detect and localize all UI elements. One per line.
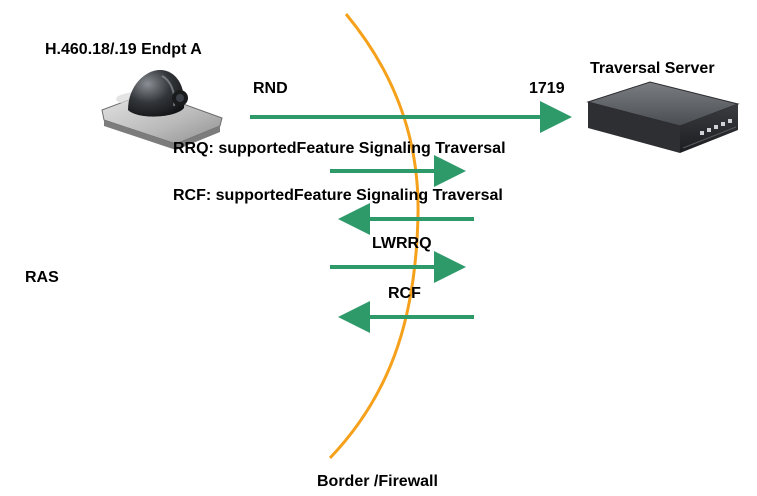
border-firewall-label: Border /Firewall xyxy=(317,473,438,490)
port-label: 1719 xyxy=(529,80,565,97)
traversal-server-label: Traversal Server xyxy=(590,60,715,77)
rrq-label: RRQ: supportedFeature Signaling Traversa… xyxy=(173,140,506,157)
firewall-boundary-line xyxy=(328,13,420,460)
rack-server-appliance-icon xyxy=(586,81,740,153)
rcf-label: RCF xyxy=(388,285,421,302)
rcf-long-label: RCF: supportedFeature Signaling Traversa… xyxy=(173,187,503,204)
video-conferencing-camera-icon xyxy=(101,70,223,150)
ras-label: RAS xyxy=(25,269,59,286)
endpoint-a-label: H.460.18/.19 Endpt A xyxy=(45,41,202,58)
lwrrq-label: LWRRQ xyxy=(372,235,432,252)
rnd-label: RND xyxy=(253,80,288,97)
